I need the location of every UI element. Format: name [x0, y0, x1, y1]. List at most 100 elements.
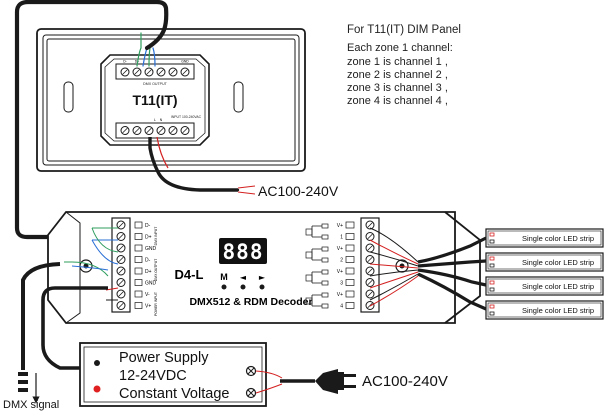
note-line-1: Each zone 1 channel:	[347, 42, 453, 55]
decoder-output-pin-label: V+	[337, 269, 343, 275]
decoder-output-terminal	[365, 289, 375, 299]
panel-top-terminal	[156, 67, 166, 77]
decoder-button-right-label: ►	[259, 273, 266, 282]
decoder-input-wires	[21, 227, 119, 373]
decoder-input-terminal	[116, 255, 126, 264]
panel-bottom-terminal	[180, 126, 190, 135]
decoder-input-group-label: DMX INPUT	[154, 227, 158, 246]
panel-bottom-terminal	[132, 126, 142, 135]
ac-input-label-top: AC100-240V	[258, 183, 339, 199]
decoder-output-terminal	[365, 243, 375, 253]
zone-channel-note: For T11(IT) DIM Panel Each zone 1 channe…	[347, 24, 461, 109]
decoder-display	[219, 238, 267, 264]
decoder-button-right[interactable]	[259, 284, 265, 290]
decoder-input-terminal	[116, 301, 126, 310]
panel-model-label: T11(IT)	[132, 92, 177, 108]
decoder-input-terminal	[116, 289, 126, 299]
note-line-5: zone 4 is channel 4 ,	[347, 95, 448, 108]
power-supply: Power Supply 12-24VDC Constant Voltage	[79, 342, 267, 407]
note-heading: For T11(IT) DIM Panel	[347, 24, 461, 36]
decoder-model-label: D4-L	[175, 267, 204, 282]
decoder-input-group-label: DMX OUTPUT	[154, 259, 158, 281]
decoder-subtitle: DMX512 & RDM Decoder	[189, 296, 312, 308]
decoder-display-digits: 888	[223, 240, 264, 264]
panel-bottom-pin-label: L	[154, 118, 156, 122]
decoder-input-terminal	[116, 266, 126, 276]
panel-ac-wires	[148, 136, 256, 195]
decoder-output-pin-label: V+	[337, 292, 343, 298]
note-line-3: zone 2 is channel 2 ,	[347, 68, 448, 81]
decoder-input-group-labels: DMX INPUT DMX OUTPUT POWER INPUT	[154, 227, 158, 316]
decoder-input-group-label: POWER INPUT	[154, 292, 158, 316]
decoder-output-terminal	[365, 278, 375, 287]
dmx-signal-label: DMX signal	[3, 399, 59, 411]
psu-line-1: Power Supply	[119, 350, 209, 366]
decoder-input-terminal	[116, 243, 126, 253]
decoder-input-pin-label: D+	[145, 269, 152, 275]
decoder-button-left[interactable]	[240, 284, 246, 290]
decoder-input-terminal	[116, 232, 126, 241]
decoder-output-terminal	[365, 232, 375, 241]
panel-top-terminal	[168, 67, 178, 77]
decoder-output-pin-label: 2	[340, 258, 343, 264]
panel-port-top-label: DMX OUTPUT	[143, 82, 168, 86]
led-strip-label: Single color LED strip	[522, 306, 594, 315]
ac-input-label-bottom: AC100-240V	[362, 373, 448, 390]
decoder-input-pin-label: D-	[145, 258, 151, 264]
decoder-output-terminal	[365, 220, 375, 230]
decoder-output-pin-label: 4	[340, 304, 343, 310]
led-strip: Single color LED strip	[485, 300, 604, 320]
psu-ac-terminal-n	[245, 387, 257, 399]
decoder-input-pin-label: GND	[145, 246, 157, 252]
led-strip-label: Single color LED strip	[522, 282, 594, 291]
panel-top-terminal	[180, 67, 190, 77]
decoder-mount-hole-left	[79, 259, 93, 273]
channel-wiring-icon	[305, 292, 329, 309]
decoder-input-terminal	[116, 278, 126, 287]
psu-ac-terminal-l	[245, 365, 257, 377]
decoder-button-m[interactable]	[221, 284, 227, 290]
channel-wiring-icon	[305, 246, 329, 263]
mount-slot-left	[63, 81, 74, 113]
panel-top-pin-label: D+	[135, 60, 139, 64]
t11-panel: D-D+GND DMX OUTPUT T11(IT) INPUT 100-240…	[36, 28, 306, 172]
panel-bottom-pin-label: N	[160, 118, 163, 122]
ac-plug	[255, 369, 356, 394]
decoder-input-pin-label: D+	[145, 235, 152, 241]
decoder-output-pin-label: V+	[337, 246, 343, 252]
decoder-output-pin-label: V+	[337, 223, 343, 229]
psu-terminal-positive	[93, 385, 101, 393]
panel-top-pin-label: D-	[123, 60, 127, 64]
psu-line-3: Constant Voltage	[119, 386, 229, 402]
decoder-output-wires	[369, 227, 487, 311]
dmx-signal-arrow	[18, 372, 40, 404]
t11-module: D-D+GND DMX OUTPUT T11(IT) INPUT 100-240…	[100, 54, 210, 146]
panel-top-terminal	[144, 67, 154, 77]
panel-bottom-terminal	[156, 126, 166, 135]
note-line-2: zone 1 is channel 1 ,	[347, 55, 448, 68]
decoder-output-pin-label: 3	[340, 281, 343, 287]
psu-terminal-negative	[94, 360, 100, 366]
decoder-input-pin-label: D-	[145, 223, 151, 229]
channel-wiring-icon	[305, 269, 329, 286]
panel-bottom-terminal	[120, 126, 130, 135]
led-strip: Single color LED strip	[485, 276, 604, 296]
decoder-button-m-label: M	[220, 272, 228, 282]
decoder-output-pin-label: 1	[340, 235, 343, 241]
decoder-output-terminal	[365, 266, 375, 276]
decoder-input-terminal	[116, 220, 126, 230]
led-strip-label: Single color LED strip	[522, 234, 594, 243]
decoder-button-left-label: ◄	[240, 273, 247, 282]
panel-top-terminal	[120, 67, 130, 77]
panel-top-terminal	[132, 67, 142, 77]
channel-wiring-icon	[305, 223, 329, 240]
panel-bottom-terminal	[144, 126, 154, 135]
decoder-input-pin-label: V+	[145, 304, 151, 310]
mount-slot-right	[233, 81, 244, 113]
led-strip: Single color LED strip	[485, 252, 604, 272]
psu-line-2: 12-24VDC	[119, 368, 187, 384]
